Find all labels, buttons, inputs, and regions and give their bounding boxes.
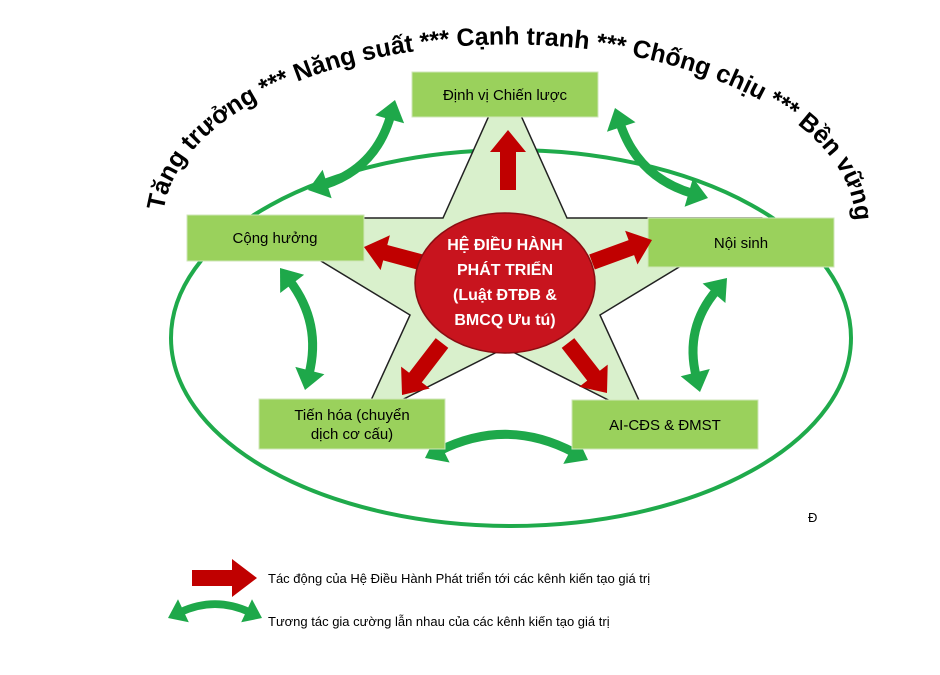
green-arrow-resonance-evolution-head-end: [295, 366, 325, 390]
green-arrow-resonance-evolution-body: [286, 277, 318, 376]
green-arrow-endogenous-ai-head-start: [702, 278, 727, 303]
box-resonance-label: Cộng hưởng: [233, 230, 318, 247]
green-arrow-evolution-ai-head-end: [563, 437, 588, 464]
box-evolution-rect: [258, 398, 446, 450]
legend-green-arrow-body: [178, 600, 252, 616]
red-arrows-layer: [364, 130, 652, 395]
green-arrows-layer: [280, 100, 727, 464]
red-arrow-to-endogenous: [589, 230, 652, 270]
legend-green-arrow-head-start: [168, 599, 189, 623]
box-endogenous-rect: [647, 217, 835, 268]
legend-green-arrow-icon: [168, 599, 262, 623]
legend-green-arrow-text: Tương tác gia cường lẫn nhau của các kên…: [268, 614, 610, 629]
red-arrow-to-ai: [561, 338, 608, 393]
green-arrow-strategy-resonance-head-start: [375, 100, 405, 124]
core-label-line1: HỆ ĐIỀU HÀNH: [447, 235, 563, 254]
box-evolution-label-line1: Tiến hóa (chuyển: [294, 407, 409, 424]
core-label-line4: BMCQ Ưu tú): [454, 312, 555, 329]
green-arrow-endogenous-ai-head-end: [680, 369, 710, 392]
legend: Tác động của Hệ Điều Hành Phát triển tới…: [168, 559, 650, 629]
red-arrow-to-strategy: [490, 130, 526, 190]
box-resonance-rect: [186, 214, 365, 262]
red-arrow-to-resonance: [364, 235, 423, 271]
core-label-line3: (Luật ĐTĐB &: [453, 287, 557, 304]
box-resonance: Cộng hưởng: [186, 214, 365, 262]
box-ai: AI-CĐS & ĐMST: [571, 399, 759, 450]
box-evolution: Tiến hóa (chuyển dịch cơ cấu): [258, 398, 446, 450]
box-strategy-label: Định vị Chiến lược: [443, 87, 568, 104]
box-strategy: Định vị Chiến lược: [411, 71, 599, 118]
core-label-line2: PHÁT TRIỂN: [457, 260, 553, 279]
box-ai-label: AI-CĐS & ĐMST: [609, 417, 721, 434]
box-strategy-rect: [411, 71, 599, 118]
green-arrow-strategy-endogenous-body: [615, 121, 694, 198]
legend-red-arrow-icon: [192, 559, 257, 597]
green-arrow-resonance-evolution-head-start: [280, 268, 305, 293]
box-ai-rect: [571, 399, 759, 450]
legend-green-arrow-head-end: [241, 599, 262, 623]
legend-red-arrow-text: Tác động của Hệ Điều Hành Phát triển tới…: [268, 571, 650, 586]
box-endogenous: Nội sinh: [647, 217, 835, 268]
core-circle: [414, 212, 596, 354]
green-arrow-strategy-endogenous-head-start: [607, 108, 636, 132]
box-endogenous-label: Nội sinh: [714, 235, 768, 252]
green-arrow-evolution-ai-body: [437, 429, 577, 457]
red-arrow-to-evolution: [401, 338, 449, 395]
green-arrow-strategy-resonance-body: [321, 114, 396, 190]
core-node: HỆ ĐIỀU HÀNH PHÁT TRIỂN (Luật ĐTĐB & BMC…: [414, 212, 596, 354]
box-evolution-label-line2: dịch cơ cấu): [311, 426, 393, 443]
green-arrow-strategy-resonance-head-end: [308, 169, 332, 199]
stray-mark: Đ: [808, 510, 817, 525]
green-arrow-strategy-endogenous-head-end: [684, 178, 708, 207]
green-arrow-endogenous-ai-body: [688, 287, 721, 378]
